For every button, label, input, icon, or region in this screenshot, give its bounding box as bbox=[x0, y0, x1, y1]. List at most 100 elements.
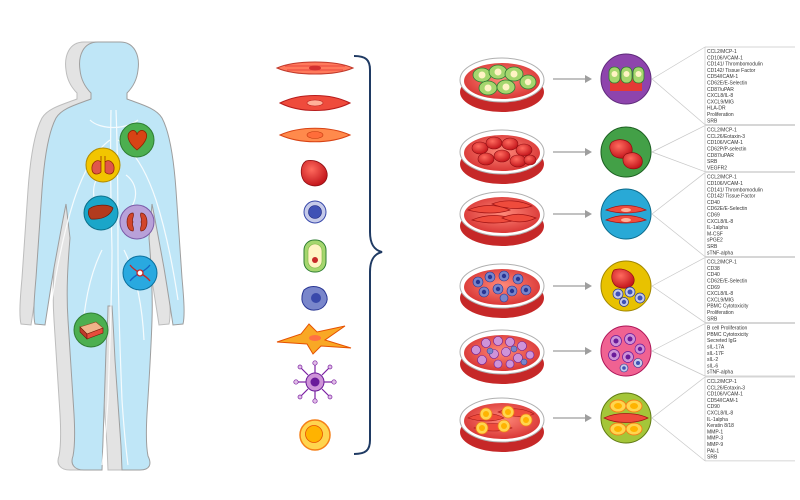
pbmc-dish bbox=[459, 263, 545, 318]
marker-label: sTNF-alpha bbox=[707, 250, 733, 256]
marker-label: IL-1alpha bbox=[707, 417, 728, 423]
nerve-organ bbox=[122, 255, 158, 291]
marker-panel-6: CCL2/MCP-1CCL26/Eotaxin-3CD106/VCAM-1CD5… bbox=[704, 376, 795, 462]
marker-panel-2: CCL2/MCP-1CCL26/Eotaxin-3CD106/VCAM-1CD6… bbox=[704, 125, 795, 173]
marker-label: MMP-3 bbox=[707, 436, 723, 442]
marker-label: CD142/ Tissue Factor bbox=[707, 194, 756, 200]
marker-label: CCL2/MCP-1 bbox=[707, 128, 737, 134]
connector-line bbox=[651, 78, 706, 125]
marker-label: B cell Proliferation bbox=[707, 326, 748, 332]
system-row-6 bbox=[459, 392, 652, 452]
marker-label: IL-1alpha bbox=[707, 225, 728, 231]
flow-arrow bbox=[553, 414, 592, 422]
liver-icon bbox=[88, 204, 114, 220]
marker-label: Proliferation bbox=[707, 310, 734, 316]
kidney-organ bbox=[119, 204, 155, 240]
marker-label: CD87/uPAR bbox=[707, 87, 734, 93]
b-cell-dish bbox=[459, 329, 545, 384]
flow-arrow bbox=[553, 282, 592, 290]
dendritic-cell-icon bbox=[293, 360, 337, 404]
lungs-icon bbox=[91, 156, 115, 175]
system-row-2 bbox=[459, 126, 652, 184]
kidney-icon bbox=[126, 212, 148, 232]
marker-label: CD141/ Thrombomodulin bbox=[707, 62, 763, 68]
connector-line bbox=[651, 323, 706, 352]
lungs-organ bbox=[85, 147, 121, 183]
marker-label: CD38 bbox=[707, 266, 720, 272]
marker-label: CXCL9/MIG bbox=[707, 99, 734, 105]
endothelial-cell-icon bbox=[278, 127, 352, 143]
macrophage-icon bbox=[301, 286, 328, 311]
marker-label: CD62P/P-selectin bbox=[707, 147, 747, 153]
marker-label: SRB bbox=[707, 316, 718, 322]
assay-systems bbox=[459, 53, 652, 452]
result-circle-5 bbox=[600, 325, 652, 377]
marker-panel-border bbox=[704, 257, 795, 323]
marker-label: CD106/VCAM-1 bbox=[707, 181, 743, 187]
marker-label: sIL-6 bbox=[707, 363, 718, 369]
heart-organ bbox=[119, 122, 155, 158]
skin-organ bbox=[73, 312, 109, 348]
marker-label: MMP-9 bbox=[707, 442, 723, 448]
connector-line bbox=[651, 172, 706, 215]
marker-panel-border bbox=[704, 125, 795, 173]
result-circle-1 bbox=[600, 53, 652, 105]
result-circle-2 bbox=[600, 126, 652, 178]
marker-label: sIL-17A bbox=[707, 345, 725, 351]
yellow-cell-icon bbox=[299, 419, 331, 451]
marker-panel-border bbox=[704, 172, 795, 257]
marker-panel-border bbox=[704, 376, 795, 462]
connector-line bbox=[651, 257, 706, 287]
marker-label: M-CSF bbox=[707, 231, 723, 237]
red-blood-cell-icon bbox=[300, 160, 328, 187]
marker-label: CD87/uPAR bbox=[707, 153, 734, 159]
marker-label: sIL-2 bbox=[707, 357, 718, 363]
red-cell-dish bbox=[459, 129, 545, 184]
organ-icons bbox=[73, 122, 158, 348]
flow-arrow bbox=[553, 347, 592, 355]
human-body-figure bbox=[19, 41, 185, 471]
marker-label: PAI-1 bbox=[707, 448, 719, 454]
marker-label: CD62E/E-Selectin bbox=[707, 279, 748, 285]
marker-label: CCL2/MCP-1 bbox=[707, 379, 737, 385]
marker-label: sTNF-alpha bbox=[707, 370, 733, 376]
marker-label: sIL-17F bbox=[707, 351, 724, 357]
marker-label: HLA-DR bbox=[707, 106, 726, 112]
connector-line bbox=[651, 350, 706, 377]
connector-line bbox=[651, 376, 706, 419]
marker-label: CCL2/MCP-1 bbox=[707, 260, 737, 266]
marker-label: CD40 bbox=[707, 200, 720, 206]
marker-label: PBMC Cytotoxicity bbox=[707, 304, 749, 310]
epithelial-cell-icon bbox=[303, 239, 327, 273]
nerve-icon bbox=[129, 264, 151, 282]
marker-label: Keratin 8/18 bbox=[707, 423, 734, 429]
fibroblast-cell-icon bbox=[278, 95, 352, 111]
marker-label: CXCL8/IL-8 bbox=[707, 291, 733, 297]
connector-line bbox=[651, 46, 706, 80]
marker-label: CD106/VCAM-1 bbox=[707, 140, 743, 146]
smooth-muscle-cell-icon bbox=[275, 61, 355, 75]
marker-label: CXCL8/IL-8 bbox=[707, 411, 733, 417]
marker-label: SRB bbox=[707, 455, 718, 461]
marker-label: Proliferation bbox=[707, 112, 734, 118]
marker-label: SRB bbox=[707, 118, 718, 124]
marker-label: CD54/ICAM-1 bbox=[707, 398, 738, 404]
result-circle-6 bbox=[600, 392, 652, 444]
marker-label: CD54/ICAM-1 bbox=[707, 74, 738, 80]
marker-connectors bbox=[651, 46, 706, 462]
fibroblast-dish bbox=[459, 191, 545, 246]
marker-label: CCL26/Eotaxin-3 bbox=[707, 385, 745, 391]
marker-label: CD141/ Thrombomodulin bbox=[707, 187, 763, 193]
skin-icon bbox=[79, 321, 104, 340]
system-row-1 bbox=[459, 53, 652, 112]
marker-label: CD142/ Tissue Factor bbox=[707, 68, 756, 74]
cell-types-column bbox=[275, 61, 355, 451]
result-circle-4 bbox=[600, 260, 652, 312]
marker-label: CD106/VCAM-1 bbox=[707, 55, 743, 61]
system-row-3 bbox=[459, 188, 652, 246]
heart-icon bbox=[127, 130, 148, 151]
